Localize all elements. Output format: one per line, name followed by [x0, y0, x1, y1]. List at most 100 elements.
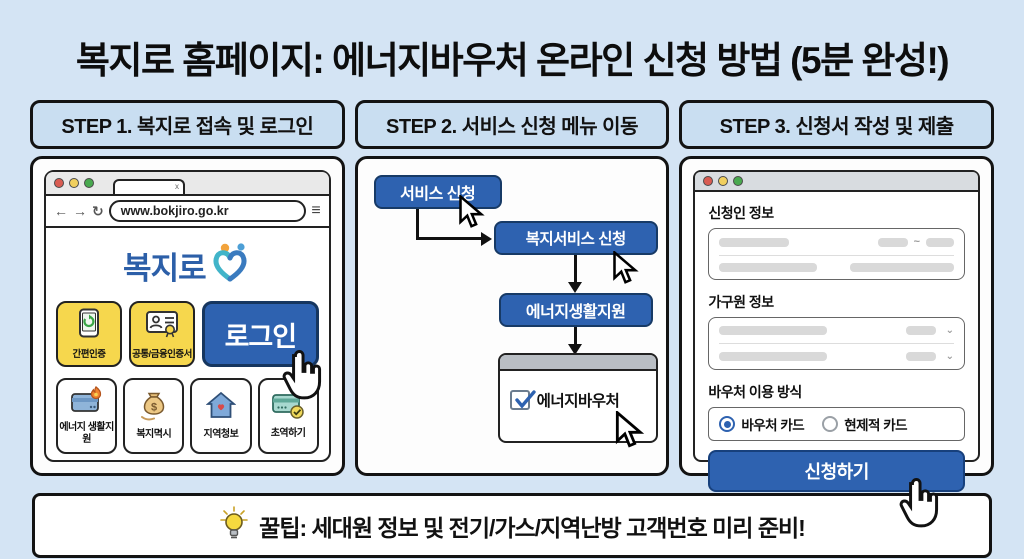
- bokjiro-logo: 복지로: [56, 242, 319, 289]
- mouse-cursor-icon: [610, 249, 640, 287]
- flow-connector: [573, 327, 577, 345]
- browser-navbar: ← → ↻ www.bokjiro.go.kr ≡: [46, 196, 329, 228]
- submit-button[interactable]: 신청하기: [708, 450, 966, 528]
- simple-auth-label: 간편인증: [72, 349, 106, 360]
- energy-voucher-label: 에너지바우처: [536, 393, 620, 410]
- tile-region-info[interactable]: 지역청보: [190, 378, 252, 454]
- radio-unselected-icon[interactable]: [822, 416, 839, 432]
- input-placeholder-bar[interactable]: [877, 237, 908, 247]
- tip-text: 꿀팁: 세대원 정보 및 전기/가스/지역난방 고객번호 미리 준비!: [259, 514, 806, 541]
- money-bag-icon: $: [139, 391, 169, 426]
- form-content: 신청인 정보 ~: [695, 192, 978, 528]
- auth-row: 간편인증: [56, 301, 321, 400]
- url-bar[interactable]: www.bokjiro.go.kr: [108, 200, 307, 222]
- certificate-auth-button[interactable]: 공통/금융인증서: [129, 301, 195, 367]
- applicant-section-label: 신청인 정보: [708, 205, 774, 221]
- window-zoom-dot: [733, 176, 744, 186]
- browser-window: x ← → ↻ www.bokjiro.go.kr ≡ 복지로: [44, 170, 331, 462]
- login-button-label: 로그인: [224, 321, 298, 352]
- card-flame-icon: [70, 386, 104, 419]
- tip-banner: 꿀팁: 세대원 정보 및 전기/가스/지역난방 고객번호 미리 준비!: [32, 493, 992, 558]
- flow-energy-living-support[interactable]: 에너지생활지원: [498, 293, 653, 327]
- chevron-down-icon: ⌄: [945, 351, 955, 362]
- mouse-cursor-icon: [456, 193, 486, 231]
- forward-icon[interactable]: →: [73, 203, 87, 219]
- flow-service-apply[interactable]: 서비스 신청: [373, 175, 502, 209]
- panel-step2: STEP 2. 서비스 신청 메뉴 이동 서비스 신청 복지서비스 신청: [354, 100, 670, 476]
- field-divider: [719, 255, 955, 256]
- flow-connector: [415, 237, 482, 240]
- house-heart-icon: [205, 391, 237, 426]
- tile-region-info-label: 지역청보: [203, 429, 239, 440]
- household-section-label: 가구원 정보: [708, 294, 774, 310]
- tile-energy-support[interactable]: 에너지 생활지원: [56, 378, 118, 454]
- field-divider: [719, 343, 955, 344]
- bokjiro-heart-logo-icon: [208, 242, 252, 289]
- tab-close-icon[interactable]: x: [175, 182, 179, 191]
- flow-welfare-service-apply[interactable]: 복지서비스 신청: [493, 221, 658, 255]
- radio-selected-icon[interactable]: [719, 416, 736, 432]
- window-minimize-dot: [69, 178, 79, 188]
- radio-real-card[interactable]: 현제적 카드: [822, 414, 908, 434]
- input-placeholder-bar[interactable]: [719, 326, 828, 335]
- id-card-icon: [145, 308, 179, 343]
- panel-step1: STEP 1. 복지로 접속 및 로그인 x ← → ↻: [30, 100, 345, 476]
- dropdown-placeholder-bar[interactable]: [905, 326, 936, 335]
- refresh-icon[interactable]: ↻: [92, 203, 104, 219]
- tile-inquiry-label: 초역하기: [270, 428, 306, 439]
- submit-button-label: 신청하기: [804, 462, 870, 482]
- window-zoom-dot: [84, 178, 94, 188]
- window-close-dot: [54, 178, 64, 188]
- window-close-dot: [703, 176, 714, 186]
- hand-cursor-icon: [895, 477, 941, 530]
- applicant-fields: ~: [708, 228, 966, 280]
- arrow-down-icon: [568, 344, 583, 355]
- form-window-titlebar: [695, 172, 979, 192]
- step-panels: STEP 1. 복지로 접속 및 로그인 x ← → ↻: [0, 100, 1024, 528]
- radio-voucher-card-label: 바우처 카드: [741, 418, 805, 433]
- radio-voucher-card[interactable]: 바우처 카드: [719, 414, 805, 434]
- hand-cursor-icon: [278, 349, 324, 402]
- browser-tab[interactable]: x: [113, 179, 185, 194]
- input-placeholder-bar[interactable]: [719, 263, 818, 272]
- panel-step3: STEP 3. 신청서 작성 및 제출 신청인 정보: [679, 100, 995, 528]
- dropdown-placeholder-bar[interactable]: [905, 352, 936, 361]
- svg-text:$: $: [151, 402, 157, 414]
- energy-voucher-option[interactable]: 에너지바우처: [500, 371, 656, 429]
- login-button[interactable]: 로그인: [202, 301, 321, 400]
- input-placeholder-bar[interactable]: [719, 237, 790, 247]
- flow-connector: [415, 209, 419, 239]
- input-placeholder-bar[interactable]: [926, 237, 955, 247]
- step3-header: STEP 3. 신청서 작성 및 제출: [679, 100, 995, 149]
- step1-body: x ← → ↻ www.bokjiro.go.kr ≡ 복지로: [30, 156, 345, 476]
- step2-body: 서비스 신청 복지서비스 신청 에너지생활지원: [354, 156, 670, 476]
- step1-header: STEP 1. 복지로 접속 및 로그인: [30, 100, 345, 149]
- tilde-separator: ~: [913, 236, 921, 248]
- window-minimize-dot: [718, 176, 729, 186]
- arrow-right-icon: [480, 231, 492, 246]
- simple-auth-button[interactable]: 간편인증: [56, 301, 122, 367]
- step3-body: 신청인 정보 ~: [679, 156, 995, 528]
- checkbox-checked-icon[interactable]: [509, 390, 536, 410]
- flow-connector: [573, 255, 577, 283]
- chevron-down-icon: ⌄: [945, 325, 955, 336]
- input-placeholder-bar[interactable]: [850, 263, 955, 272]
- back-icon[interactable]: ←: [54, 203, 68, 219]
- mouse-cursor-icon: [612, 409, 644, 448]
- tile-welfare-label: 복지멱시: [136, 429, 172, 440]
- voucher-method-options: 바우처 카드 현제적 카드: [708, 407, 966, 441]
- tile-welfare[interactable]: $ 복지멱시: [123, 378, 185, 454]
- lightbulb-icon: [219, 506, 249, 545]
- arrow-down-icon: [568, 282, 583, 293]
- bokjiro-logo-text: 복지로: [123, 251, 207, 286]
- hamburger-menu-icon[interactable]: ≡: [311, 202, 321, 219]
- radio-real-card-label: 현제적 카드: [844, 418, 908, 433]
- input-placeholder-bar[interactable]: [719, 352, 828, 361]
- household-fields: ⌄ ⌄: [708, 317, 966, 370]
- form-window: 신청인 정보 ~: [693, 170, 981, 528]
- voucher-method-section-label: 바우처 이용 방식: [708, 384, 802, 400]
- submenu-card-header: [499, 355, 656, 371]
- certificate-auth-label: 공통/금융인증서: [132, 349, 192, 360]
- page-title: 복지로 홈페이지: 에너지바우처 온라인 신청 방법 (5분 완성!): [75, 40, 950, 81]
